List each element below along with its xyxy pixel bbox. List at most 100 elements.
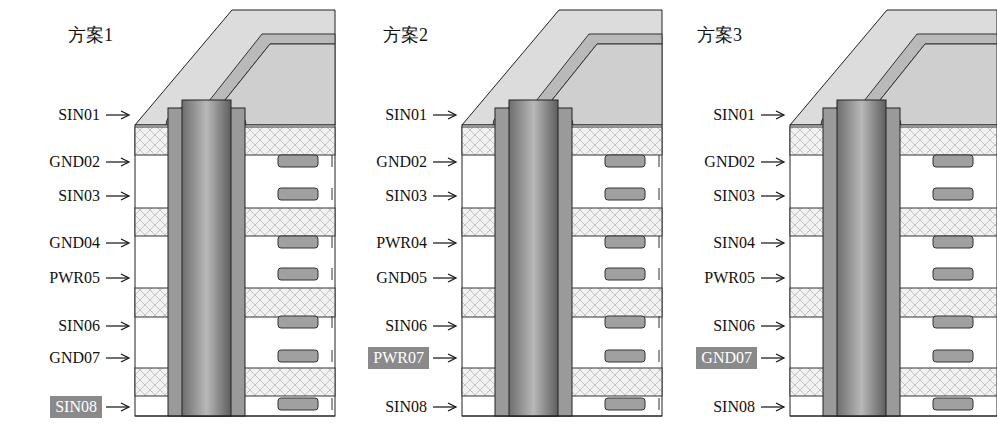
trace-edge xyxy=(332,188,333,200)
copper-trace xyxy=(278,155,318,167)
layer-name: SIN06 xyxy=(58,316,100,336)
layer-arrow xyxy=(433,195,455,196)
layer-name: SIN08 xyxy=(385,397,427,417)
copper-trace xyxy=(933,268,973,280)
board-bottom xyxy=(462,416,662,417)
layer-arrow xyxy=(761,325,783,326)
trace-edge xyxy=(659,268,660,280)
scheme-title: 方案2 xyxy=(383,25,428,45)
arrow-head xyxy=(776,158,784,166)
arrow-head xyxy=(448,111,456,119)
layer-name: SIN01 xyxy=(713,105,755,125)
layer-arrow xyxy=(433,114,455,115)
layer-name: SIN06 xyxy=(385,316,427,336)
arrow-head xyxy=(121,239,129,247)
layer-name: SIN03 xyxy=(58,186,100,206)
layer-arrow xyxy=(106,242,128,243)
layer-arrow xyxy=(433,406,455,407)
trace-edge xyxy=(659,398,660,410)
arrow-head xyxy=(121,322,129,330)
highlight-layer-box: PWR07 xyxy=(368,347,429,369)
layer-name: GND02 xyxy=(49,152,100,172)
via-hole xyxy=(837,100,886,416)
via-hole xyxy=(509,100,558,416)
via-hole xyxy=(182,100,231,416)
copper-trace xyxy=(278,350,318,362)
arrow-head xyxy=(121,403,129,411)
layer-arrow xyxy=(761,161,783,162)
copper-trace xyxy=(278,188,318,200)
arrow-head xyxy=(776,111,784,119)
layer-name: PWR07 xyxy=(373,349,424,366)
layer-arrow xyxy=(761,277,783,278)
arrow-head xyxy=(121,158,129,166)
layer-name: SIN03 xyxy=(385,186,427,206)
arrow-head xyxy=(448,322,456,330)
copper-trace xyxy=(605,350,645,362)
copper-trace xyxy=(278,268,318,280)
arrow-head xyxy=(121,354,129,362)
highlight-layer-box: GND07 xyxy=(696,347,757,369)
trace-edge xyxy=(332,236,333,248)
layer-name: GND05 xyxy=(376,268,427,288)
layer-name: PWR05 xyxy=(49,268,100,288)
layer-name: PWR05 xyxy=(704,268,755,288)
highlight-layer-box: SIN08 xyxy=(50,396,102,418)
trace-edge xyxy=(659,188,660,200)
layer-name: SIN08 xyxy=(55,398,97,415)
layer-arrow xyxy=(433,277,455,278)
scheme-title: 方案3 xyxy=(697,25,742,45)
layer-name: GND04 xyxy=(49,233,100,253)
copper-trace xyxy=(933,236,973,248)
arrow-head xyxy=(776,403,784,411)
arrow-head xyxy=(776,354,784,362)
layer-name: SIN06 xyxy=(713,316,755,336)
arrow-head xyxy=(448,158,456,166)
copper-trace xyxy=(605,188,645,200)
copper-trace xyxy=(278,236,318,248)
layer-arrow xyxy=(761,406,783,407)
trace-edge xyxy=(659,155,660,167)
layer-arrow xyxy=(761,357,783,358)
copper-trace xyxy=(605,155,645,167)
arrow-head xyxy=(448,192,456,200)
arrow-head xyxy=(121,274,129,282)
trace-edge xyxy=(659,350,660,362)
layer-name: SIN04 xyxy=(713,233,755,253)
layer-name: PWR04 xyxy=(376,233,427,253)
copper-trace xyxy=(605,398,645,410)
trace-edge xyxy=(332,155,333,167)
layer-arrow xyxy=(106,357,128,358)
trace-edge xyxy=(332,268,333,280)
layer-arrow xyxy=(106,277,128,278)
layer-name: GND07 xyxy=(701,349,752,366)
layer-arrow xyxy=(761,242,783,243)
arrow-head xyxy=(121,192,129,200)
copper-trace xyxy=(605,268,645,280)
layer-name: GND02 xyxy=(704,152,755,172)
trace-edge xyxy=(332,350,333,362)
layer-arrow xyxy=(433,357,455,358)
layer-arrow xyxy=(106,114,128,115)
copper-trace xyxy=(933,316,973,328)
layer-name: GND02 xyxy=(376,152,427,172)
copper-trace xyxy=(278,398,318,410)
layer-name: SIN03 xyxy=(713,186,755,206)
layer-arrow xyxy=(106,406,128,407)
copper-trace xyxy=(278,316,318,328)
copper-trace xyxy=(933,398,973,410)
arrow-head xyxy=(776,322,784,330)
board-bottom xyxy=(135,416,335,417)
copper-trace xyxy=(933,188,973,200)
layer-arrow xyxy=(106,325,128,326)
arrow-head xyxy=(776,239,784,247)
layer-name: SIN01 xyxy=(58,105,100,125)
arrow-head xyxy=(448,239,456,247)
trace-edge xyxy=(332,316,333,328)
layer-arrow xyxy=(106,161,128,162)
layer-arrow xyxy=(106,195,128,196)
arrow-head xyxy=(121,111,129,119)
arrow-head xyxy=(448,354,456,362)
